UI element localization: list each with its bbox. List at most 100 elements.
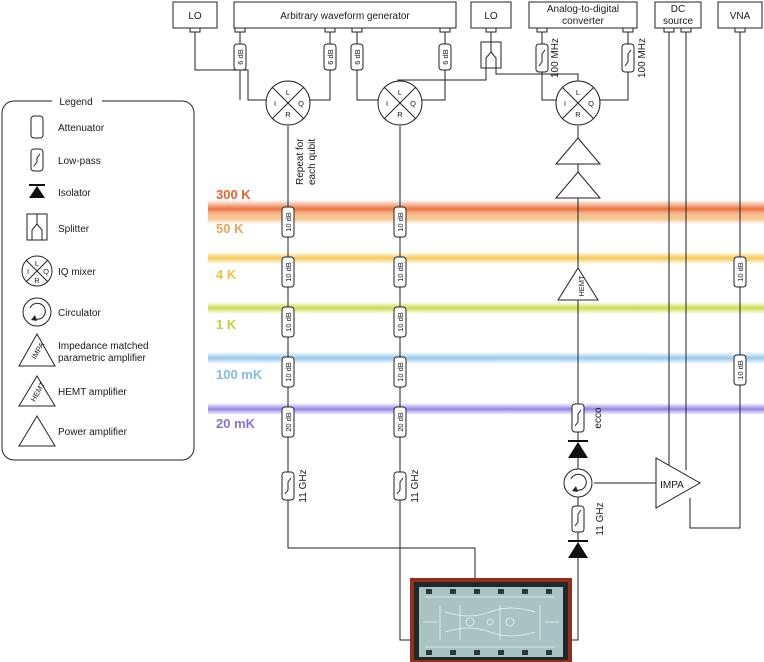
legend-circulator-icon [22,297,52,327]
legend: Legend Attenuator Low-pass Isolator Spli… [1,94,195,461]
svg-text:10 dB: 10 dB [284,362,293,382]
legend-iq-mixer-icon: L I Q R [21,255,53,287]
adc-label-line1: Analog-to-digital [547,4,619,15]
lo-right-label: LO [484,11,498,22]
svg-text:20 dB: 20 dB [396,412,405,432]
top-attenuators: 6 dB 6 dB 6 dB 6 dB [233,43,452,71]
band-1k [208,302,764,314]
adc-label-line2: converter [562,16,604,27]
legend-attenuator-icon [30,115,44,139]
svg-text:ecco: ecco [593,407,604,429]
svg-text:10 dB: 10 dB [396,312,405,332]
filter-label-100mhz-right: 100 MHz [637,38,648,78]
svg-text:I: I [386,99,388,108]
svg-text:Q: Q [588,99,594,108]
isolators [568,440,588,558]
adc-lowpass-filters: 100 MHz 100 MHz [535,38,648,78]
svg-text:Q: Q [298,99,304,108]
band-20mk [208,403,764,415]
svg-text:20 dB: 20 dB [284,412,293,432]
svg-text:L: L [576,88,580,97]
svg-text:11 GHz: 11 GHz [410,469,421,502]
legend-label-lowpass: Low-pass [58,156,101,167]
stage-label-300k: 300 K [216,187,251,202]
svg-text:L: L [35,259,39,268]
legend-label-isolator: Isolator [58,188,91,199]
legend-label-impa-line1: Impedance matched [58,341,149,352]
legend-label-power-amplifier: Power amplifier [58,427,128,438]
quantum-chip [410,578,572,662]
svg-text:R: R [575,110,581,119]
svg-text:IMPA: IMPA [660,480,684,491]
legend-isolator-icon [29,184,45,198]
svg-text:6 dB: 6 dB [353,49,362,64]
svg-text:I: I [564,99,566,108]
legend-title: Legend [59,97,92,108]
band-4k [208,252,764,264]
awg-label: Arbitrary waveform generator [280,11,410,22]
legend-hemt-icon: HEMT [18,375,56,407]
line-attenuators-left: 10 dB 10 dB 10 dB 10 dB 20 dB [281,206,295,438]
legend-power-amplifier-icon [18,415,56,447]
iq-mixer-left: L I Q R [265,80,311,126]
instrument-ports [189,27,746,33]
svg-text:11 GHz: 11 GHz [298,469,309,502]
splitter [480,41,502,69]
svg-text:10 dB: 10 dB [396,212,405,232]
svg-text:10 dB: 10 dB [396,362,405,382]
hemt-amplifier: HEMT [557,267,599,301]
dc-source-label-line2: source [663,16,693,27]
svg-text:L: L [286,88,290,97]
circulator [563,468,593,498]
svg-text:R: R [34,276,40,285]
band-100mk [208,352,764,364]
svg-text:I: I [274,99,276,108]
iq-mixer-readout: L I Q R [555,80,601,126]
legend-label-circulator: Circulator [58,308,101,319]
legend-label-iq-mixer: IQ mixer [58,267,96,278]
stage-label-20mk: 20 mK [216,416,256,431]
legend-label-splitter: Splitter [58,224,90,235]
svg-text:10 dB: 10 dB [284,312,293,332]
svg-text:10 dB: 10 dB [396,262,405,282]
band-50k [208,214,764,224]
power-amplifiers [554,137,602,199]
svg-text:10 dB: 10 dB [284,212,293,232]
legend-splitter-icon [26,213,48,241]
dc-source-box [654,1,702,29]
dc-source-label-line1: DC [671,4,685,15]
line-attenuators-vna: 10 dB 10 dB [733,256,747,386]
stage-label-1k: 1 K [216,317,237,332]
vna-label: VNA [730,11,751,22]
legend-label-attenuator: Attenuator [58,123,105,134]
adc-box [528,1,638,29]
svg-text:R: R [285,110,291,119]
svg-text:I: I [27,267,29,276]
line-attenuators-middle: 10 dB 10 dB 10 dB 10 dB 20 dB [393,206,407,438]
legend-label-hemt: HEMT amplifier [58,387,127,398]
svg-text:6 dB: 6 dB [236,49,245,64]
lowpass-11ghz-filters: 11 GHz 11 GHz 11 GHz [281,469,606,536]
stage-label-4k: 4 K [216,267,237,282]
svg-text:L: L [398,88,402,97]
legend-label-impa-line2: parametric amplifier [58,353,146,364]
iq-mixer-middle: L I Q R [377,80,423,126]
band-300k [208,200,764,218]
svg-text:HEMT: HEMT [577,275,586,297]
svg-text:Q: Q [410,99,416,108]
repeat-note-line1: Repeat for [295,138,306,185]
svg-text:6 dB: 6 dB [326,49,335,64]
filter-label-100mhz-left: 100 MHz [550,38,561,78]
ecco-filter: ecco [571,403,604,433]
stage-label-50k: 50 K [216,221,244,236]
repeat-note-line2: each qubit [307,139,318,185]
svg-text:10 dB: 10 dB [736,360,745,380]
impa-amplifier: IMPA [655,457,702,509]
svg-text:Q: Q [43,267,49,276]
awg-box [233,1,457,29]
svg-text:10 dB: 10 dB [284,262,293,282]
svg-text:R: R [397,110,403,119]
svg-text:6 dB: 6 dB [441,49,450,64]
lo-left-label: LO [188,11,202,22]
